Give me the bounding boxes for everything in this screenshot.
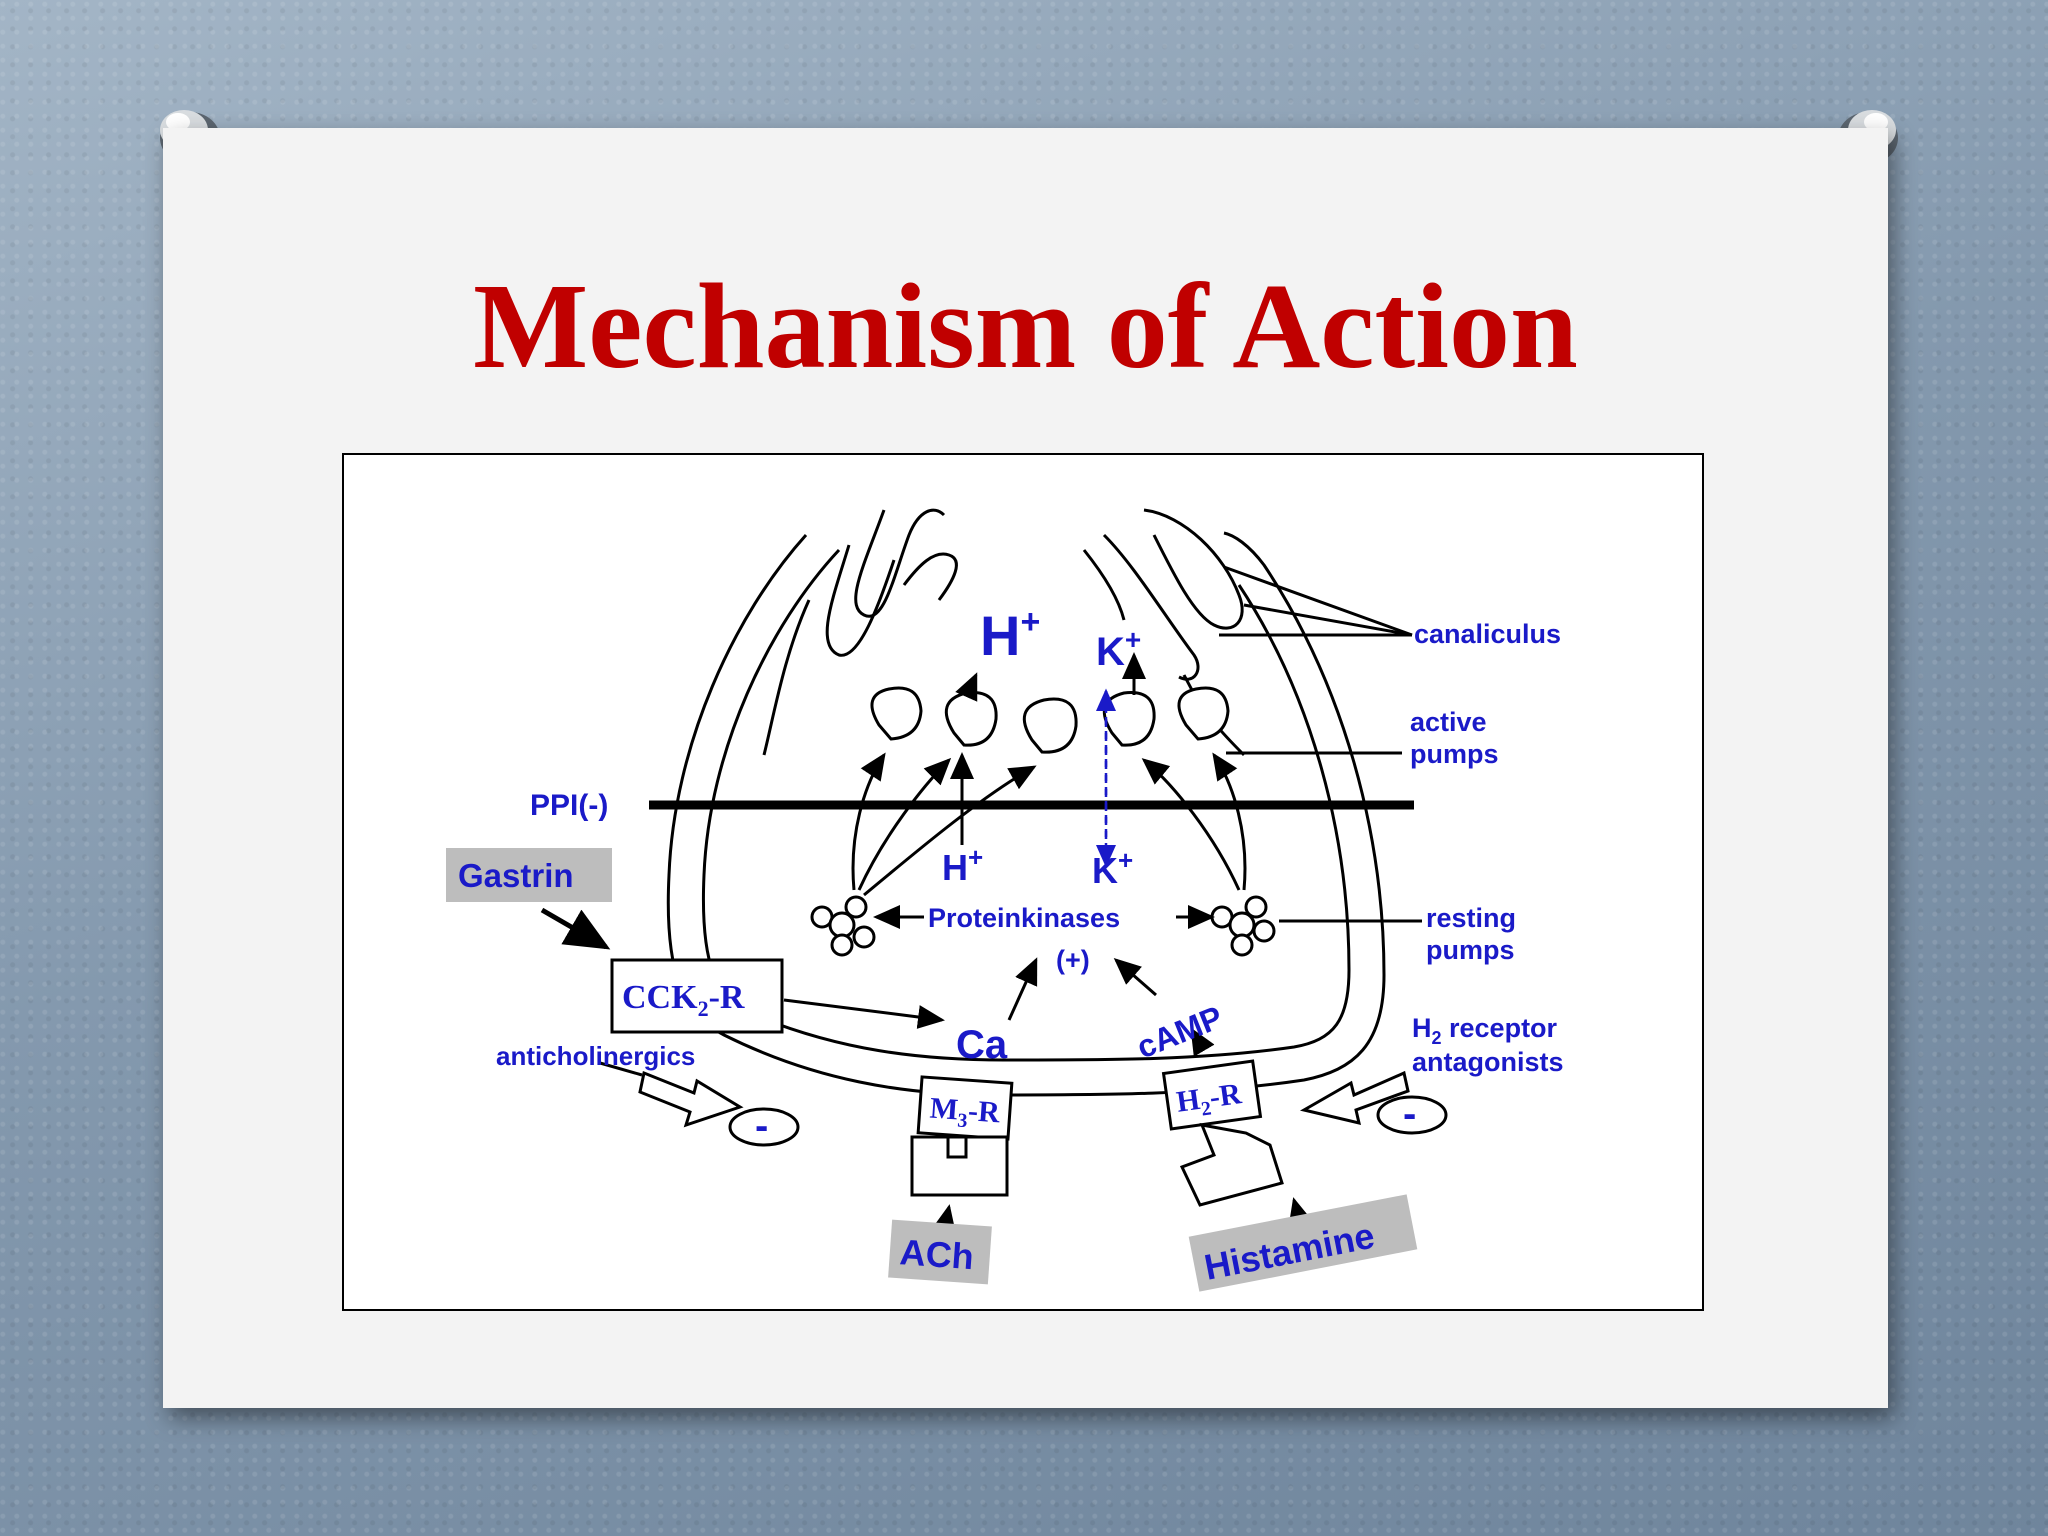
active-pump — [1022, 697, 1078, 754]
gastrin-arrow — [540, 907, 611, 950]
active-pump — [1102, 691, 1156, 747]
h-plus-mid-label: H+ — [942, 842, 983, 888]
slide-title: Mechanism of Action — [473, 259, 1578, 394]
h2r-to-camp-arrow — [1190, 1027, 1215, 1057]
mechanism-diagram: H+ K+ H+ K+ canaliculus active pumps PPI… — [342, 453, 1704, 1311]
cck2r-label: CCK2-R — [622, 979, 745, 1021]
active-pump — [944, 691, 998, 747]
plus-indicator-label: (+) — [1056, 945, 1090, 975]
k-plus-top-label: K+ — [1096, 624, 1141, 674]
gastrin-label: Gastrin — [458, 857, 574, 894]
ach-label: ACh — [898, 1231, 975, 1277]
cck2-receptor — [610, 958, 784, 1034]
canaliculus-folds — [762, 508, 1246, 757]
active-pumps-label-line2: pumps — [1410, 739, 1499, 769]
cck2r-to-ca-arrow — [783, 998, 945, 1029]
anticholinergic-block-arrow — [638, 1070, 744, 1128]
anticholinergic-pointer — [599, 1061, 643, 1077]
inhibition-oval — [1376, 1095, 1448, 1135]
h2r-label: H2-R — [1174, 1077, 1244, 1124]
h2-antagonists-label-line1: H2 receptor — [1412, 1013, 1558, 1048]
ca-label: Ca — [956, 1023, 1008, 1067]
histamine-label-box — [1188, 1194, 1418, 1292]
resting-pumps-label-line1: resting — [1426, 903, 1516, 933]
h-efflux-arrow — [955, 672, 978, 702]
k-plus-mid-label: K+ — [1092, 845, 1133, 891]
h-plus-top-label: H+ — [980, 603, 1040, 667]
proteinkinases-label: Proteinkinases — [928, 903, 1120, 933]
active-pump — [870, 686, 923, 741]
active-pumps — [870, 686, 1230, 754]
ppi-label: PPI(-) — [530, 789, 608, 822]
minus-left-label: - — [755, 1104, 768, 1148]
parietal-cell-outline — [666, 531, 1386, 1097]
ach-label-box — [888, 1219, 992, 1285]
ca-to-kinase-arrow — [1007, 957, 1038, 1021]
camp-to-kinase-arrow — [1113, 958, 1157, 997]
canaliculus-pointers — [1219, 565, 1413, 637]
resting-pumps — [810, 895, 1276, 957]
m3r-label: M3-R — [928, 1092, 1001, 1135]
inhibition-oval — [728, 1107, 800, 1147]
h2-antagonist-block-arrow — [1299, 1070, 1410, 1126]
active-pumps-label-line1: active — [1410, 707, 1487, 737]
canaliculus-label: canaliculus — [1414, 619, 1561, 649]
h2-antagonists-label-line2: antagonists — [1412, 1047, 1564, 1077]
activation-arrows — [851, 752, 1247, 897]
active-pump — [1177, 686, 1230, 741]
gastrin-label-box — [446, 848, 612, 902]
m3-receptor — [910, 1075, 1014, 1197]
anticholinergics-label: anticholinergics — [496, 1041, 695, 1071]
minus-right-label: - — [1403, 1092, 1416, 1136]
h2-receptor — [1161, 1059, 1284, 1207]
resting-pumps-label-line2: pumps — [1426, 935, 1515, 965]
